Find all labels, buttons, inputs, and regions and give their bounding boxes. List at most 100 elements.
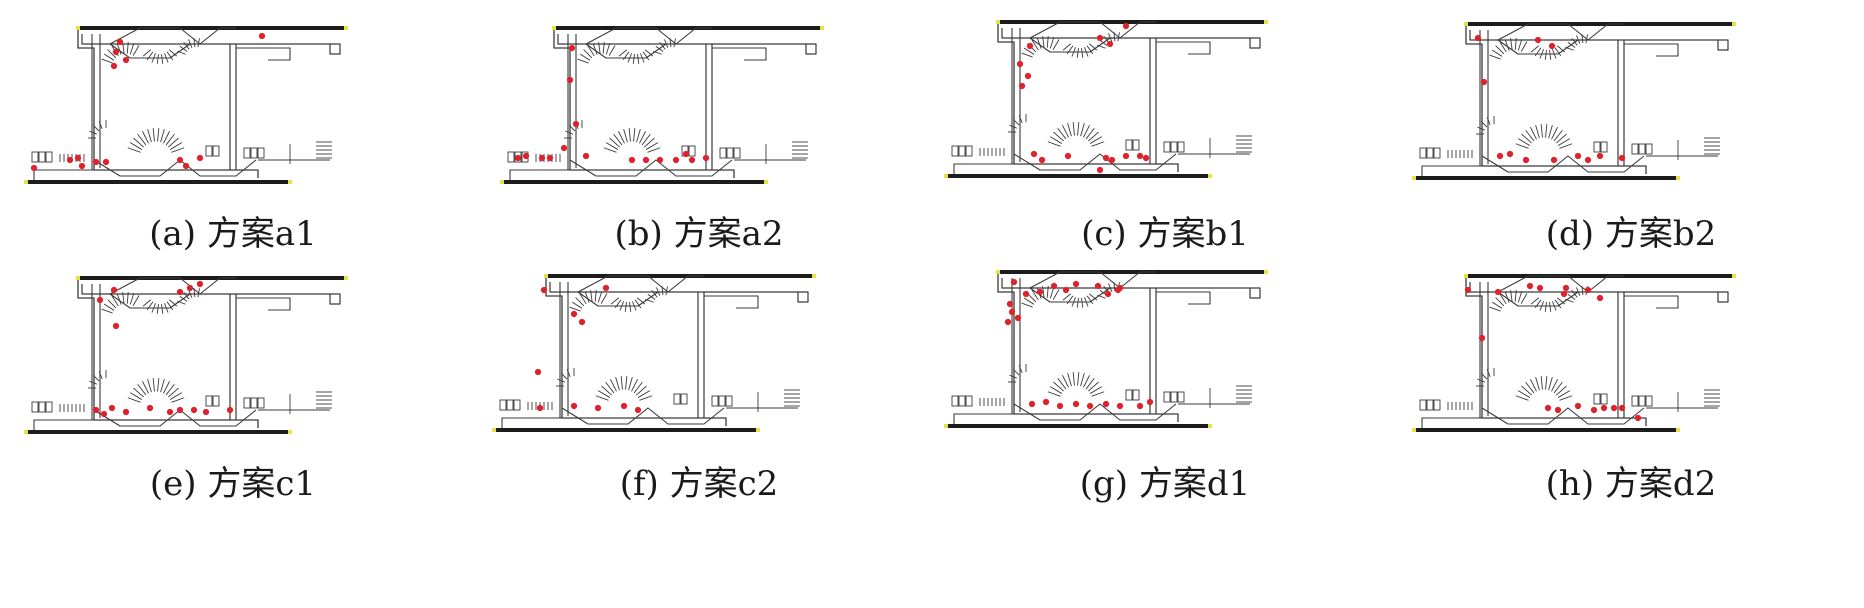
stand-stub [122, 292, 125, 304]
top-bar [1466, 22, 1734, 26]
frame-line [997, 24, 1179, 172]
stand-stub [1052, 39, 1060, 50]
red-marker [540, 286, 548, 294]
stand-stub [614, 299, 622, 309]
red-marker [30, 164, 38, 172]
stand-stub [605, 142, 619, 150]
inner-box [712, 47, 767, 61]
panel-d: (d) 方案b2 [1398, 0, 1864, 304]
red-marker [1018, 82, 1026, 90]
stand-stub [608, 45, 616, 56]
stand-stub [157, 128, 160, 142]
stand-stub [568, 124, 576, 132]
stand-stub [151, 53, 156, 63]
inner-box [1624, 43, 1679, 57]
stand-stub [1047, 391, 1061, 397]
red-marker [1480, 78, 1488, 86]
stand-stub [1517, 390, 1531, 398]
stand-stub [1049, 37, 1055, 49]
red-marker [1056, 402, 1064, 410]
stand-stub [1521, 385, 1532, 396]
stand-stub [598, 42, 601, 54]
red-marker [620, 402, 628, 410]
gate-box [507, 151, 515, 163]
stand-stub [168, 387, 179, 398]
stand-stub [1027, 293, 1037, 303]
endpoint-marker [1264, 270, 1268, 274]
stand-stub [171, 397, 185, 403]
network-diagram [1412, 274, 1736, 432]
stand-stub [1088, 381, 1099, 392]
lower-loop [1481, 155, 1645, 173]
caption-h: (h) 方案d2 [1545, 464, 1717, 504]
red-marker [1030, 150, 1038, 158]
stand-stub [89, 380, 98, 385]
endpoint-marker [996, 270, 1000, 274]
stand-stub [1108, 283, 1113, 292]
stand-stub [129, 142, 143, 150]
stand-stub [1549, 301, 1552, 312]
stand-stub [101, 308, 113, 314]
stand-stub [1545, 376, 1548, 390]
stand-stub [625, 376, 628, 390]
red-marker [1086, 402, 1094, 410]
schematic-svg [24, 26, 348, 184]
lower-loop [569, 159, 733, 177]
gate-box [726, 147, 734, 159]
stand-stub [1077, 372, 1080, 386]
stand-stub [1091, 391, 1105, 397]
stand-stub [579, 293, 587, 305]
stand-stub [1539, 49, 1544, 59]
top-bar [78, 276, 346, 280]
gate-box [1433, 399, 1441, 411]
stand-stub [1046, 36, 1049, 48]
endpoint-marker [552, 26, 556, 30]
stand-stub [1517, 39, 1523, 51]
stand-stub [1553, 129, 1563, 142]
stand-stub [101, 58, 113, 64]
stand-stub [1049, 136, 1063, 144]
red-marker [176, 156, 184, 164]
panel-c: (c) 方案b1 [932, 0, 1398, 304]
red-marker [1522, 156, 1530, 164]
stand-stub [597, 291, 603, 303]
stand-stub [197, 288, 200, 298]
red-marker [1096, 34, 1104, 42]
frame-line [997, 274, 1179, 422]
stand-stub [133, 137, 144, 148]
stand-stub [1062, 375, 1069, 388]
stand-stub [603, 147, 617, 153]
red-marker [1102, 154, 1110, 162]
top-bar [998, 20, 1266, 24]
red-marker [1026, 42, 1034, 50]
stand-stub [1520, 41, 1528, 52]
red-marker [1016, 60, 1024, 68]
stand-stub [592, 43, 598, 55]
red-marker [182, 162, 190, 170]
stand-stub [137, 383, 147, 396]
stand-stub [1031, 289, 1039, 301]
stand-stub [168, 137, 179, 148]
stand-stub [1553, 381, 1563, 394]
gate-box [1631, 143, 1639, 155]
upper-loop [585, 27, 712, 45]
stand-stub [618, 131, 625, 144]
stand-stub [1009, 124, 1018, 129]
stand-stub [1097, 294, 1106, 299]
red-marker [634, 406, 642, 414]
stand-stub [1517, 138, 1531, 146]
gate-box [38, 401, 46, 413]
stand-stub [1556, 133, 1567, 144]
red-marker [1562, 284, 1570, 292]
stand-stub [1086, 45, 1094, 55]
stand-stub [164, 303, 169, 313]
red-marker [1506, 150, 1514, 158]
inner-box [236, 297, 291, 311]
stand-stub [193, 38, 196, 48]
stand-stub [628, 377, 633, 391]
stand-stub [647, 293, 656, 300]
red-marker [1106, 40, 1114, 48]
stand-stub [587, 45, 595, 57]
stand-stub [1520, 293, 1528, 304]
stand-stub [669, 38, 672, 48]
